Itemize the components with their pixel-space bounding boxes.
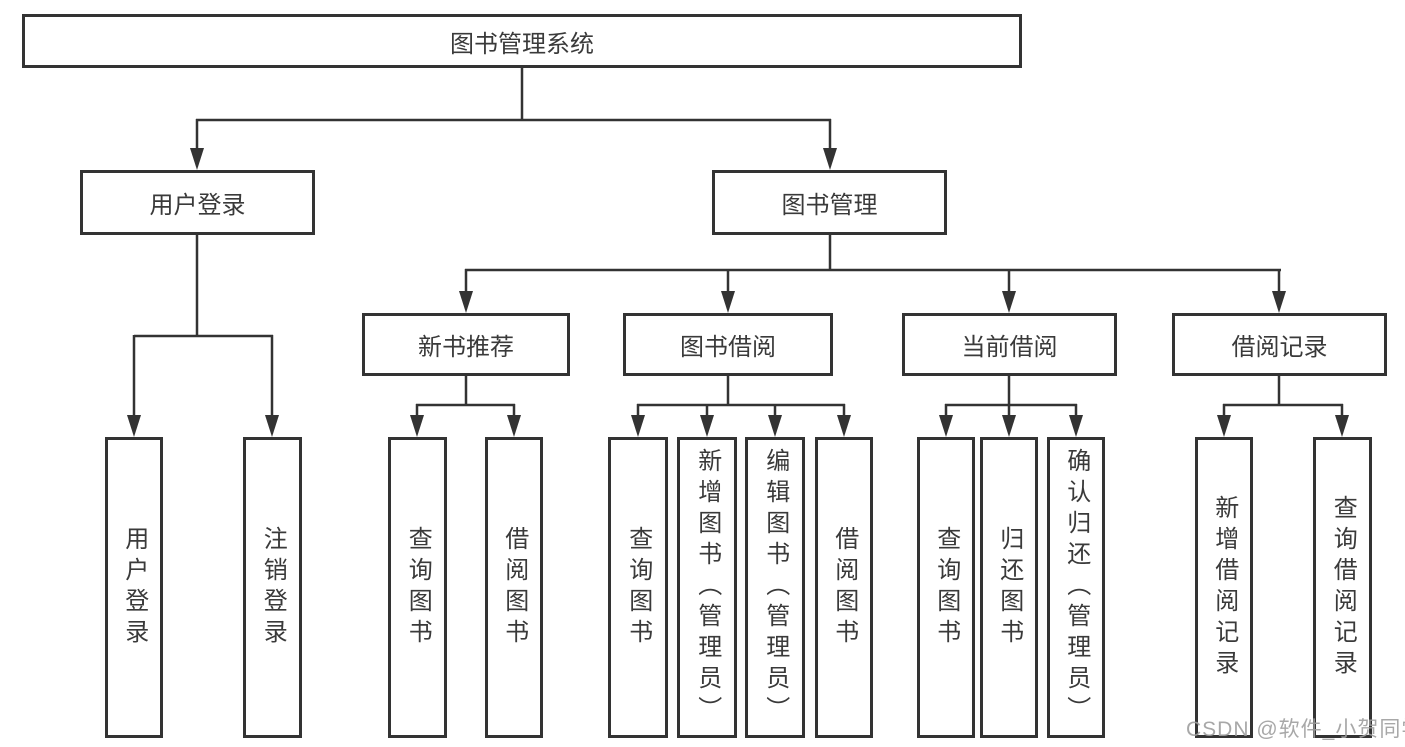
leaf-add-books-admin: 新增图书（管理员） bbox=[677, 437, 737, 738]
watermark: CSDN @软件_小贺同学 bbox=[1186, 718, 1405, 741]
node-book-borrowing: 图书借阅 bbox=[623, 313, 833, 376]
leaf-query-borrow-record: 查询借阅记录 bbox=[1313, 437, 1372, 738]
node-borrowing-records: 借阅记录 bbox=[1172, 313, 1387, 376]
leaf-borrow-books: 借阅图书 bbox=[815, 437, 873, 738]
leaf-return-books: 归还图书 bbox=[980, 437, 1038, 738]
leaf-edit-books-admin: 编辑图书（管理员） bbox=[745, 437, 805, 738]
leaf-query-books-recommend: 查询图书 bbox=[388, 437, 447, 738]
node-user-login: 用户登录 bbox=[80, 170, 315, 235]
leaf-borrow-books-recommend: 借阅图书 bbox=[485, 437, 543, 738]
node-new-book-recommendation: 新书推荐 bbox=[362, 313, 570, 376]
node-book-management: 图书管理 bbox=[712, 170, 947, 235]
leaf-query-books-borrow: 查询图书 bbox=[608, 437, 668, 738]
node-library-management-system: 图书管理系统 bbox=[22, 14, 1022, 68]
leaf-query-books-current: 查询图书 bbox=[917, 437, 975, 738]
leaf-add-borrow-record: 新增借阅记录 bbox=[1195, 437, 1253, 738]
leaf-user-login: 用户登录 bbox=[105, 437, 163, 738]
leaf-logout: 注销登录 bbox=[243, 437, 302, 738]
leaf-confirm-return-admin: 确认归还（管理员） bbox=[1047, 437, 1105, 738]
node-current-borrowing: 当前借阅 bbox=[902, 313, 1117, 376]
